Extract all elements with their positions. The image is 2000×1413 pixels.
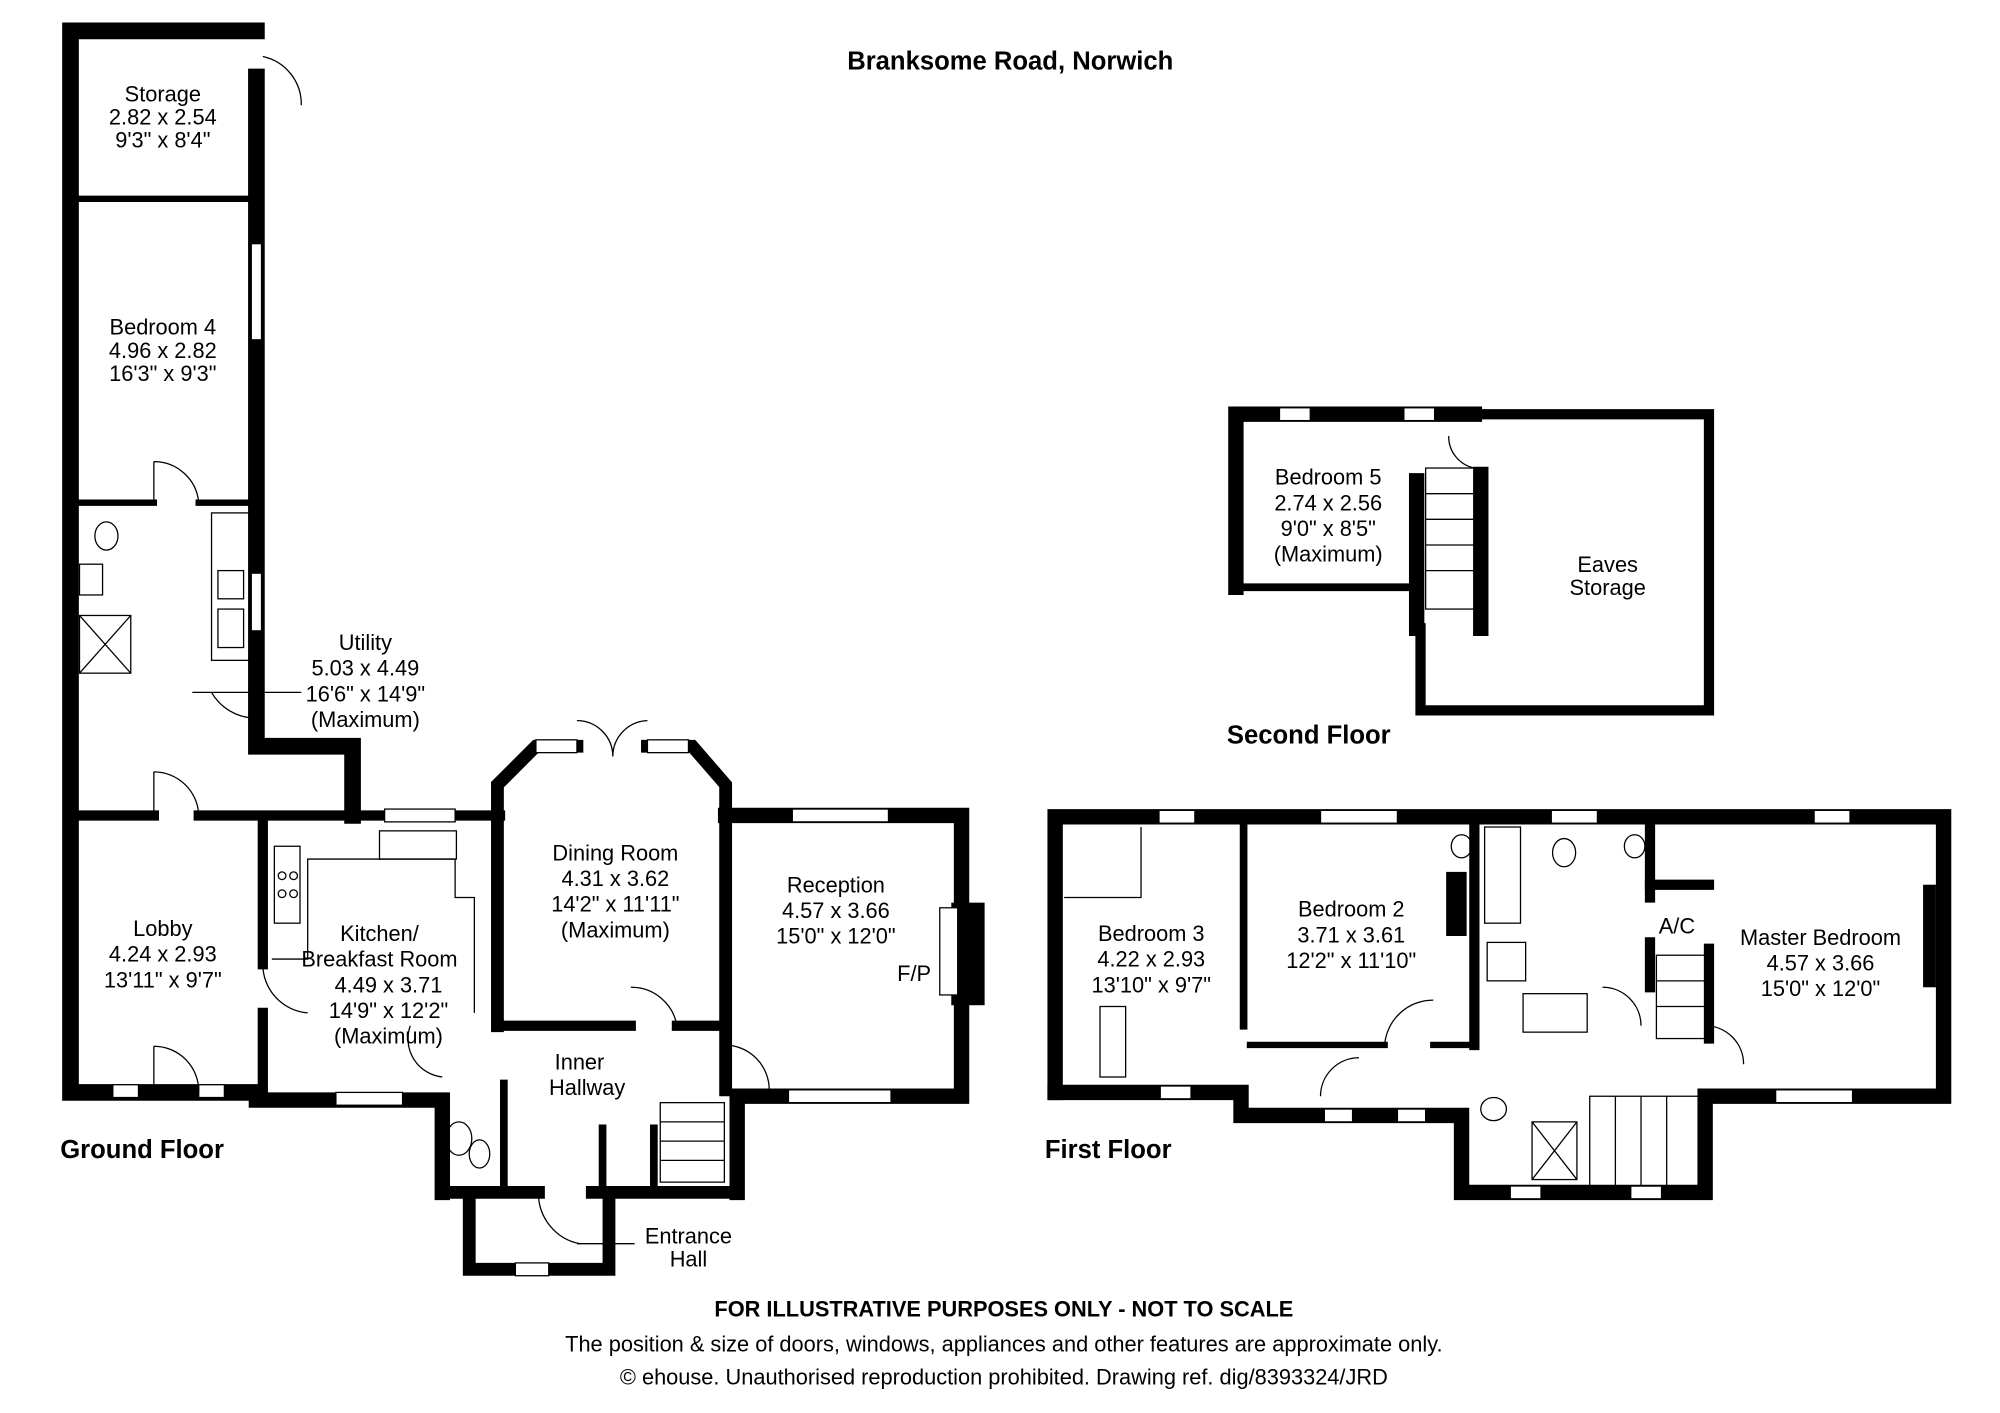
hob-icon xyxy=(273,845,301,924)
shower-icon xyxy=(78,614,132,674)
svg-text:4.22 x 2.93: 4.22 x 2.93 xyxy=(1097,947,1205,972)
svg-text:13'10" x 9'7": 13'10" x 9'7" xyxy=(1092,972,1211,997)
toilet-icon xyxy=(1551,837,1577,868)
svg-text:Storage: Storage xyxy=(125,81,201,106)
svg-text:(Maximum): (Maximum) xyxy=(1274,542,1383,567)
room-bedroom-3: Bedroom 3 4.22 x 2.93 13'10" x 9'7" xyxy=(1092,921,1211,997)
room-dining: Dining Room 4.31 x 3.62 14'2" x 11'11" (… xyxy=(551,840,679,942)
svg-text:(Maximum): (Maximum) xyxy=(311,707,420,732)
svg-text:4.57 x 3.66: 4.57 x 3.66 xyxy=(1767,951,1875,976)
svg-text:4.24 x 2.93: 4.24 x 2.93 xyxy=(109,942,217,967)
svg-text:15'0" x 12'0": 15'0" x 12'0" xyxy=(776,924,895,949)
svg-text:(Maximum): (Maximum) xyxy=(334,1024,443,1049)
svg-text:The position & size of doors,: The position & size of doors, windows, a… xyxy=(565,1331,1442,1356)
first-floor-windows xyxy=(1158,809,1854,1200)
shower-icon xyxy=(1486,941,1527,982)
svg-text:Hall: Hall xyxy=(670,1247,708,1272)
ground-floor-windows xyxy=(112,243,892,1277)
svg-text:2.82 x 2.54: 2.82 x 2.54 xyxy=(109,104,217,129)
ground-floor-fixtures xyxy=(78,512,726,1183)
svg-text:4.49 x 3.71: 4.49 x 3.71 xyxy=(335,972,443,997)
ground-floor-label: Ground Floor xyxy=(60,1136,224,1164)
svg-text:Eaves: Eaves xyxy=(1577,552,1638,577)
svg-text:12'2" x 11'10": 12'2" x 11'10" xyxy=(1286,948,1416,973)
svg-text:Bedroom 3: Bedroom 3 xyxy=(1098,921,1205,946)
first-floor-walls xyxy=(1047,809,1952,1201)
stairs-icon xyxy=(1655,954,1706,1040)
svg-text:16'3" x 9'3": 16'3" x 9'3" xyxy=(109,361,216,386)
svg-text:16'6" x 14'9": 16'6" x 14'9" xyxy=(306,681,425,706)
ground-floor-walls xyxy=(62,22,985,1276)
second-floor-walls xyxy=(1228,406,1715,716)
kitchen-sink-icon xyxy=(378,830,458,860)
svg-text:Hallway: Hallway xyxy=(549,1075,625,1100)
svg-text:Bedroom 2: Bedroom 2 xyxy=(1298,897,1405,922)
room-inner-hallway: Inner Hallway xyxy=(549,1049,625,1100)
svg-text:Breakfast Room: Breakfast Room xyxy=(301,947,457,972)
footer: FOR ILLUSTRATIVE PURPOSES ONLY - NOT TO … xyxy=(565,1297,1442,1390)
svg-text:15'0" x 12'0": 15'0" x 12'0" xyxy=(1761,976,1880,1001)
room-kitchen: Kitchen/ Breakfast Room 4.49 x 3.71 14'9… xyxy=(301,921,457,1049)
svg-text:Reception: Reception xyxy=(787,872,885,897)
svg-text:4.57 x 3.66: 4.57 x 3.66 xyxy=(782,898,890,923)
svg-text:Inner: Inner xyxy=(555,1049,605,1074)
room-bedroom-5: Bedroom 5 2.74 x 2.56 9'0" x 8'5" (Maxim… xyxy=(1274,465,1383,567)
svg-text:Entrance: Entrance xyxy=(645,1224,732,1249)
stairs-icon xyxy=(659,1102,726,1183)
svg-text:13'11" x 9'7": 13'11" x 9'7" xyxy=(104,967,222,992)
room-master-bedroom: Master Bedroom 4.57 x 3.66 15'0" x 12'0" xyxy=(1740,925,1901,1001)
svg-text:4.96 x 2.82: 4.96 x 2.82 xyxy=(109,338,217,363)
room-bedroom-4: Bedroom 4 4.96 x 2.82 16'3" x 9'3" xyxy=(109,315,217,386)
stairs-icon xyxy=(1425,467,1476,610)
first-floor-label: First Floor xyxy=(1045,1136,1172,1164)
plan-title: Branksome Road, Norwich xyxy=(847,47,1173,75)
room-utility: Utility 5.03 x 4.49 16'6" x 14'9" (Maxim… xyxy=(306,630,425,732)
svg-text:Kitchen/: Kitchen/ xyxy=(340,921,420,946)
airing-cupboard-label: A/C xyxy=(1659,913,1695,938)
room-storage: Storage 2.82 x 2.54 9'3" x 8'4" xyxy=(109,81,217,152)
room-lobby: Lobby 4.24 x 2.93 13'11" x 9'7" xyxy=(104,916,222,992)
svg-text:9'0" x 8'5": 9'0" x 8'5" xyxy=(1281,516,1376,541)
room-bedroom-2: Bedroom 2 3.71 x 3.61 12'2" x 11'10" xyxy=(1286,897,1416,973)
svg-text:14'9" x 12'2": 14'9" x 12'2" xyxy=(329,998,448,1023)
room-entrance-hall: Entrance Hall xyxy=(576,1224,732,1272)
svg-text:2.74 x 2.56: 2.74 x 2.56 xyxy=(1274,490,1382,515)
svg-text:F/P: F/P xyxy=(897,961,931,986)
svg-text:© ehouse. Unauthorised reprodu: © ehouse. Unauthorised reproduction proh… xyxy=(620,1365,1388,1390)
svg-text:9'3" x 8'4": 9'3" x 8'4" xyxy=(115,128,210,153)
svg-text:Lobby: Lobby xyxy=(133,916,192,941)
wardrobe-icon xyxy=(1099,1005,1127,1078)
bath-icon xyxy=(1483,826,1522,924)
basin-icon xyxy=(1450,834,1473,859)
svg-text:Utility: Utility xyxy=(339,630,392,655)
svg-text:4.31 x 3.62: 4.31 x 3.62 xyxy=(561,866,669,891)
svg-text:Bedroom 5: Bedroom 5 xyxy=(1275,465,1382,490)
room-eaves-storage: Eaves Storage xyxy=(1570,552,1646,600)
svg-text:Dining Room: Dining Room xyxy=(552,840,678,865)
svg-text:5.03 x 4.49: 5.03 x 4.49 xyxy=(311,656,419,681)
svg-text:Bedroom 4: Bedroom 4 xyxy=(110,315,217,340)
svg-text:14'2" x 11'11": 14'2" x 11'11" xyxy=(551,892,679,917)
svg-text:(Maximum): (Maximum) xyxy=(561,917,670,942)
first-floor-fixtures xyxy=(1064,826,1745,1187)
ground-floor-doors xyxy=(153,55,770,1245)
svg-text:Master Bedroom: Master Bedroom xyxy=(1740,925,1901,950)
svg-text:3.71 x 3.61: 3.71 x 3.61 xyxy=(1297,922,1405,947)
basin-icon xyxy=(445,1121,473,1156)
sink-icon xyxy=(217,569,245,600)
room-reception: Reception 4.57 x 3.66 15'0" x 12'0" F/P xyxy=(776,872,931,985)
svg-text:FOR ILLUSTRATIVE PURPOSES ONLY: FOR ILLUSTRATIVE PURPOSES ONLY - NOT TO … xyxy=(714,1297,1293,1322)
svg-text:Storage: Storage xyxy=(1570,575,1646,600)
second-floor-label: Second Floor xyxy=(1227,722,1391,750)
toilet-icon xyxy=(94,521,119,551)
